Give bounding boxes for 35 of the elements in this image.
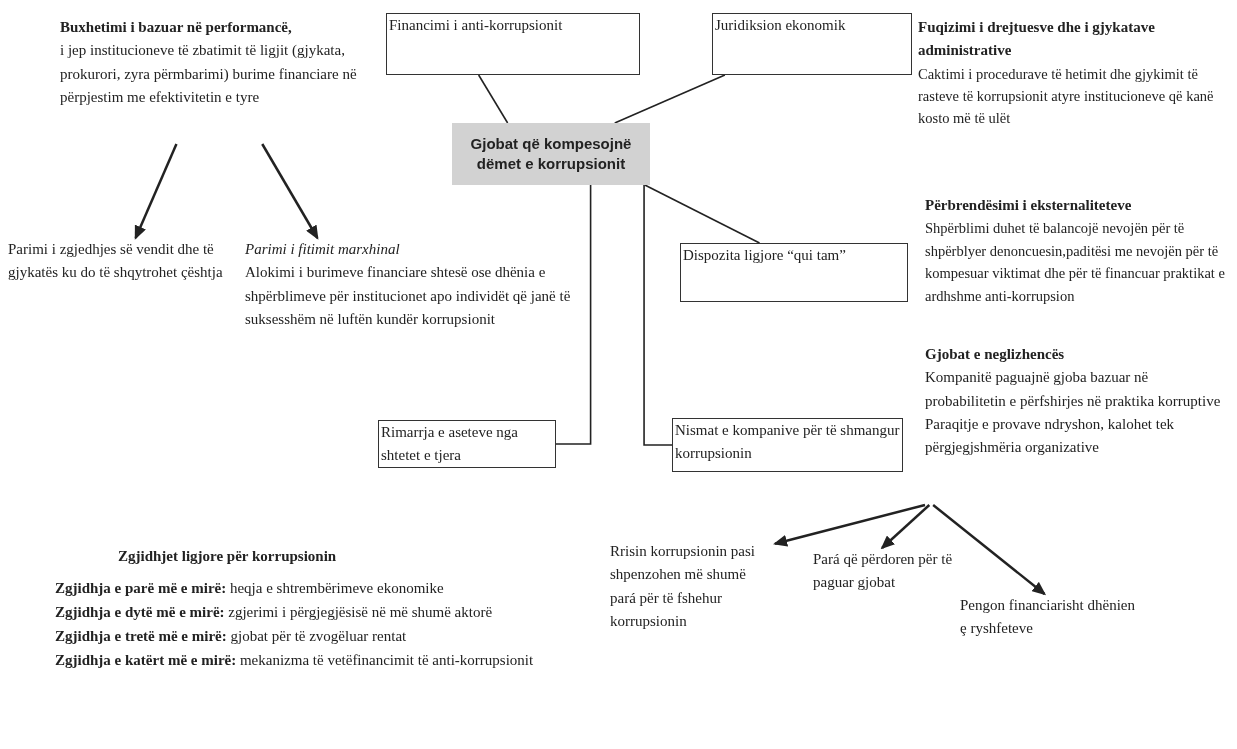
section-title: Zgjidhjet ligjore për korrupsionin xyxy=(118,547,338,566)
arrow xyxy=(932,504,1047,596)
process-box: Juridiksion ekonomik xyxy=(712,13,912,75)
process-box: Dispozita ligjore “qui tam” xyxy=(680,243,908,302)
note-heading: Përbrendësimi i eksternaliteteve xyxy=(925,196,1133,215)
connector-line xyxy=(644,184,761,244)
body-text: Alokimi i burimeve financiare shtesë ose dhënia e shpërblimeve për institucionet apo individët që janë të suksesshëm në luftën kundër korrupsionit xyxy=(245,263,572,329)
body-text: i jep institucioneve të zbatimit të ligjit (gjykata, prokurori, zyra përmbarimi) burime financiare në përpjestim me efektivitetin e tyre xyxy=(60,41,358,107)
heading: Gjobat e neglizhencës xyxy=(925,345,1066,364)
arrow xyxy=(880,504,931,550)
arrow xyxy=(134,143,178,240)
body-text: Rrisin korrupsionin pasi shpenzohen më shumë pará për të fshehur korrupsionin xyxy=(610,542,756,631)
note-text: Caktimi i procedurave të hetimit dhe gjykimit të rasteve të korrupsionit atyre institucioneve që kanë kosto më të ulët xyxy=(918,64,1215,129)
connector-line xyxy=(555,184,592,445)
body-text: Pará që përdoren për të paguar gjobat xyxy=(813,550,954,593)
heading: Buxhetimi i bazuar në performancë, xyxy=(60,18,293,37)
list-item: Zgjidhja e dytë më e mirë: zgjerimi i përgjegjësisë në më shumë aktorë xyxy=(55,603,494,622)
heading: Parimi i fitimit marxhinal xyxy=(245,240,401,259)
arrow xyxy=(261,143,319,240)
list-item: Zgjidhja e parë më e mirë: heqja e shtrembërimeve ekonomike xyxy=(55,579,445,598)
process-box: Financimi i anti-korrupsionit xyxy=(386,13,640,75)
note-heading: Fuqizimi i drejtuesve dhe i gjykatave administrative xyxy=(918,18,1156,61)
connector-line xyxy=(643,184,673,446)
list-item: Zgjidhja e tretë më e mirë: gjobat për të zvogëluar rentat xyxy=(55,627,408,646)
central-box: Gjobat që kompesojnë dëmet e korrupsionit xyxy=(452,123,650,185)
body-text: Kompanitë paguajnë gjoba bazuar në probabilitetin e përfshirjes në praktika korruptive Paraqitje e provave ndryshon, kalohet tek përgjegjshmëria organizative xyxy=(925,368,1222,457)
body-text: Pengon financiarisht dhënien ȩ ryshfeteve xyxy=(960,596,1135,639)
process-box: Nismat e kompanive për të shmangur korrupsionin xyxy=(672,418,903,472)
process-box: Rimarrja e aseteve nga shtetet e tjera xyxy=(378,420,556,468)
list-item: Zgjidhja e katërt më e mirë: mekanizma të vetëfinancimit të anti-korrupsionit xyxy=(55,651,535,670)
connector-line xyxy=(477,74,509,124)
arrow xyxy=(773,503,926,547)
body-text: Parimi i zgjedhjes së vendit dhe të gjykatës ku do të shqytrohet çështja xyxy=(8,240,224,283)
connector-line xyxy=(613,74,726,124)
note-text: Shpërblimi duhet të balancojë nevojën për të shpërblyer denoncuesin,paditësi me nevojën për të kompesuar viktimat dhe për të financuar praktikat e ardhshme anti-korrupsion xyxy=(925,219,1226,306)
